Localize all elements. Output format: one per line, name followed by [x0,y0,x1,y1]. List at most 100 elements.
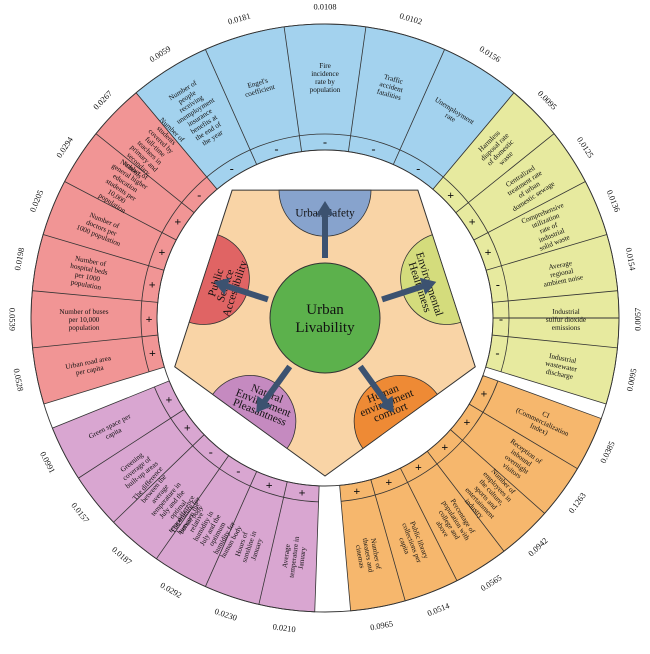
indicator-sign: - [323,135,327,149]
cell-divider [32,290,158,303]
indicator-weight: 0.0965 [369,619,393,632]
indicator-weight: 0.0095 [625,368,638,392]
indicator-label: Number ofgeneral highereducationstudents… [93,155,154,218]
indicator-weight: 0.0157 [69,501,90,525]
indicator-band-1: +Harmlessdisposal rateof domesticwaste0.… [432,89,643,405]
indicator-sign: + [299,485,306,499]
indicator-weight: 0.0292 [159,581,183,600]
indicator-sign: + [266,478,273,492]
cell-divider [78,409,185,479]
indicator-sign: + [415,460,422,474]
cell-divider [32,334,158,349]
indicator-label: Averagetemperature inJanuary [280,534,309,579]
indicator-weight: 0.0095 [536,89,559,112]
cell-divider [492,334,618,349]
indicator-sign: + [441,440,448,454]
cell-divider [156,455,229,560]
indicator-weight: 0.1263 [567,491,588,515]
cell-divider [469,403,578,470]
indicator-weight: 0.0205 [28,189,45,214]
indicator-sign: - [496,346,500,360]
indicator-sign: + [184,421,191,435]
indicator-sign: + [174,215,181,229]
indicator-sign: + [146,312,153,326]
cell-divider [392,49,445,165]
indicator-sign: + [165,392,172,406]
cell-divider [492,290,618,303]
cell-divider [455,133,555,213]
indicator-weight: 0.0230 [213,607,238,623]
indicator-sign: - [496,278,500,292]
indicator-weight: 0.0539 [7,308,16,331]
indicator-sign: - [274,142,278,156]
cell-divider [283,26,303,152]
indicator-weight: 0.0528 [12,368,25,392]
indicator-band-4: +Urban road areaper capita0.0528+Number … [7,89,218,405]
cell-divider [485,234,608,271]
indicator-weight: 0.0267 [92,89,115,112]
cell-divider [42,234,165,271]
indicator-sign: - [236,464,240,478]
indicator-sign: - [416,162,420,176]
indicator-weight: 0.0181 [227,12,252,27]
indicator-sign: + [485,245,492,259]
indicator-sign: + [464,415,471,429]
indicator-sign: - [209,445,213,459]
indicator-weight: 0.0514 [426,601,451,618]
indicator-weight: 0.0385 [599,440,617,465]
indicator-sign: - [197,188,201,202]
indicator-weight: 0.0198 [13,247,26,271]
arrow-head [419,277,437,295]
arrow-shaft [381,283,425,303]
indicator-weight: 0.0294 [55,135,76,160]
arrow-shaft [261,364,293,404]
cell-divider [95,133,195,213]
cell-divider [258,481,288,605]
cell-divider [347,26,367,152]
indicator-label: Industrialwastewaterdischarge [543,352,580,382]
indicator-band-2: +CI(CommercializationIndex)0.0385+Recept… [339,374,617,632]
indicator-weight: 0.0942 [527,536,550,558]
indicator-weight: 0.0102 [398,12,423,27]
indicator-sign: + [149,278,156,292]
indicator-weight: 0.0156 [478,44,502,64]
ring-outline [30,23,620,613]
indicator-weight: 0.0125 [575,135,595,159]
indicator-weight: 0.0187 [110,545,133,567]
indicator-sign: + [385,475,392,489]
connector-arrows [213,201,437,413]
indicator-band-0: -Number ofpeoplereceivingunemploymentins… [135,3,515,190]
cell-divider [113,434,205,523]
indicator-sign: + [481,387,488,401]
cell-divider [426,451,505,552]
indicator-sign: + [353,484,360,498]
indicator-weight: 0.0210 [272,622,296,634]
arrow-head [378,395,394,413]
arrow-head [213,277,231,295]
cell-divider [205,471,258,587]
cell-divider [400,467,458,581]
cell-divider [370,479,406,601]
arrow-head [256,395,272,413]
indicator-weight: 0.0136 [605,189,622,214]
indicator-sign: + [158,245,165,259]
arrow-shaft [357,364,389,404]
indicator-sign: - [372,142,376,156]
cell-divider [64,181,177,241]
indicator-weight: 0.0057 [633,308,642,331]
indicator-weight: 0.0991 [38,450,57,475]
indicator-weight: 0.0565 [479,573,503,593]
indicator-sign: + [447,188,454,202]
cell-divider [473,181,586,241]
indicator-weight: 0.0059 [148,44,172,64]
indicator-sign: - [499,312,503,326]
indicator-sign: + [149,346,156,360]
indicator-band-3: +Averagetemperature inJanuary0.0210+Hour… [38,380,320,634]
